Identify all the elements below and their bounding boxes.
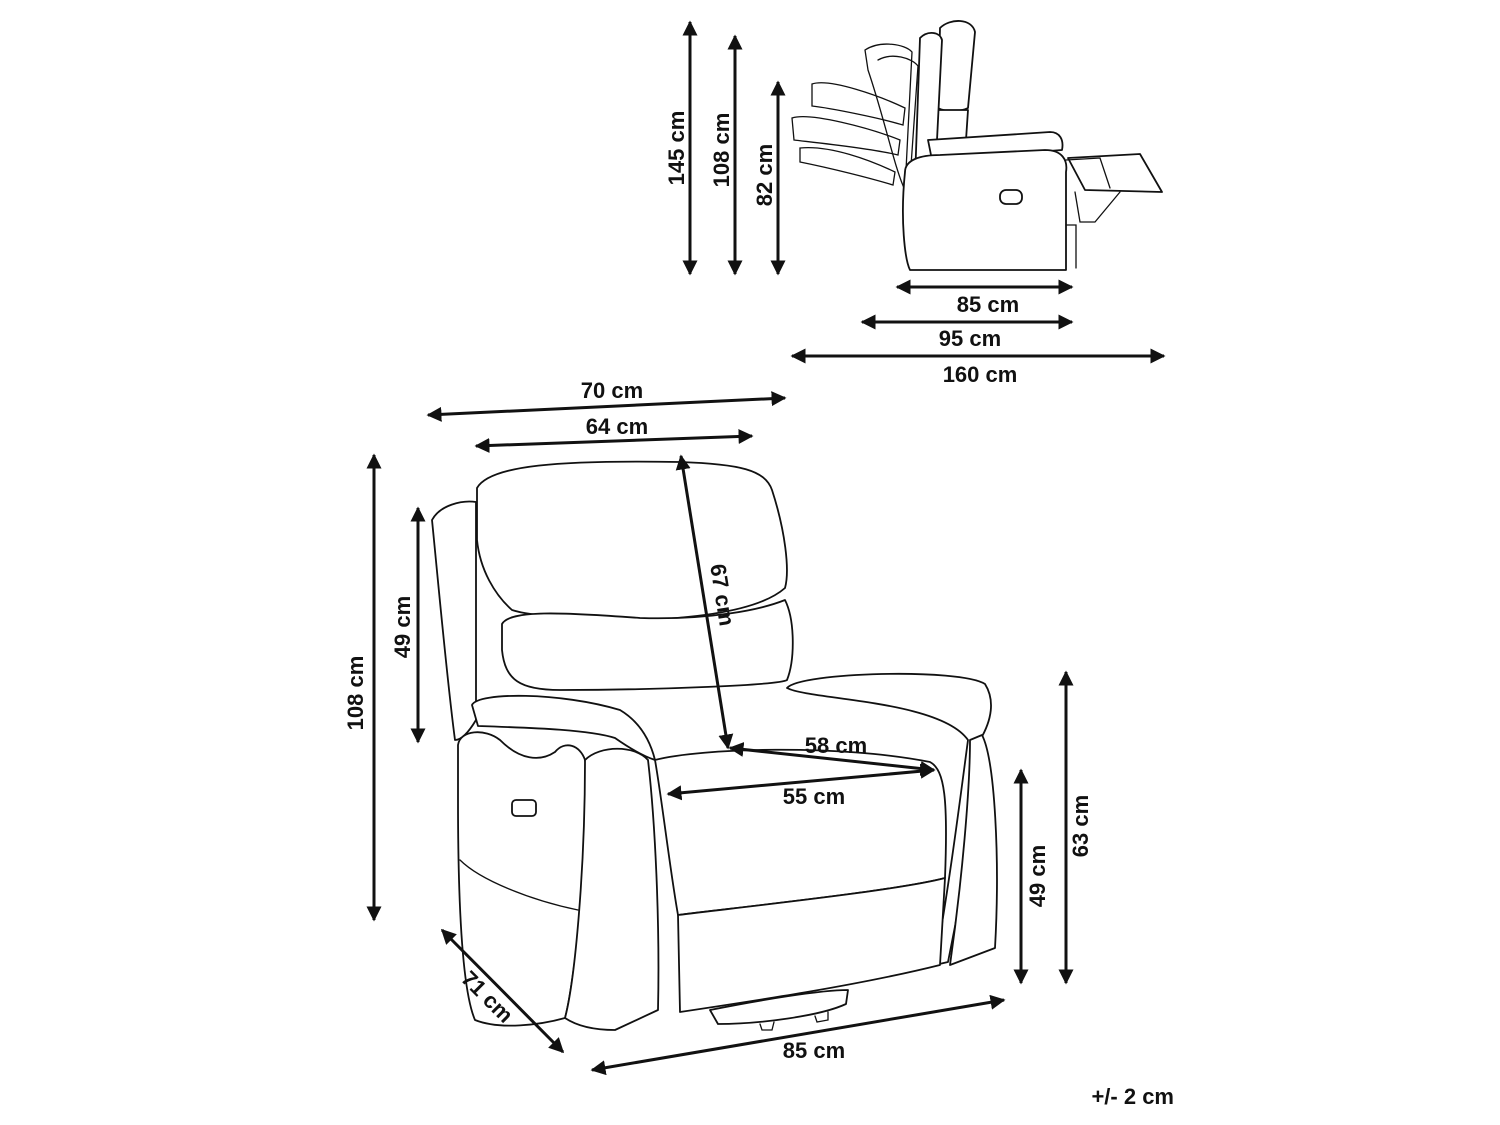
front-height-108-label: 108 cm [343,656,368,731]
seat-height-49-label: 49 cm [1025,845,1050,907]
front-width-64-arrow [474,428,754,454]
side-height-145-label: 145 cm [664,111,689,186]
side-height-dimensions: 145 cm 108 cm 82 cm [664,20,786,276]
front-width-70-label: 70 cm [581,378,643,403]
side-view-recliner [791,20,1163,271]
seat-width-55-arrow [666,763,936,801]
side-depth-85-label: 85 cm [957,292,1019,317]
side-depth-dimensions: 85 cm 95 cm 160 cm [790,279,1166,387]
side-height-108-label: 108 cm [709,113,734,188]
side-depth-95-label: 95 cm [939,326,1001,351]
armrest-back-49-label: 49 cm [390,596,415,658]
side-depth-160-label: 160 cm [943,362,1018,387]
front-view-recliner [431,460,998,1031]
front-width-85-arrow [590,994,1006,1076]
backrest-height-67-arrow [675,454,734,750]
tolerance-note: +/- 2 cm [1091,1084,1174,1109]
front-width-85-label: 85 cm [783,1038,845,1063]
seat-depth-58-label: 58 cm [805,733,867,758]
seat-width-55-label: 55 cm [783,784,845,809]
front-width-70-arrow [426,391,787,422]
armrest-height-63-label: 63 cm [1068,795,1093,857]
side-height-82-label: 82 cm [752,144,777,206]
front-width-64-label: 64 cm [586,414,648,439]
depth-71-arrow [440,928,565,1054]
